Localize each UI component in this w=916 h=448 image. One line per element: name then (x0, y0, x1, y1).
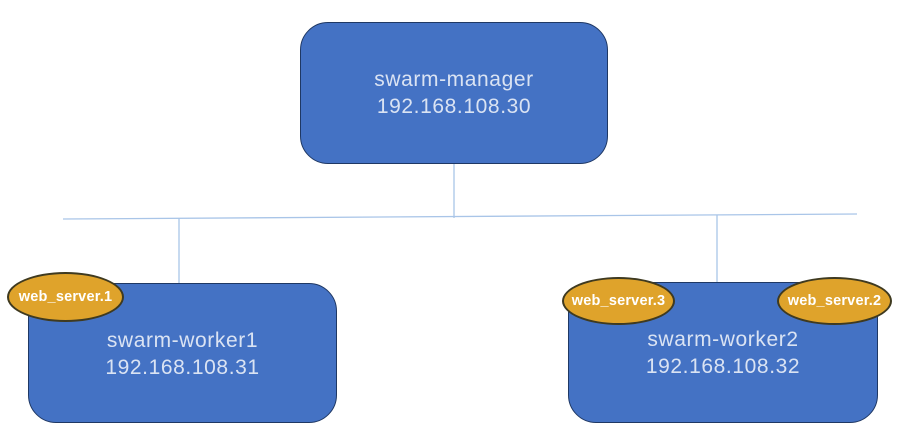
service-ellipse-web-server-1: web_server.1 (7, 272, 124, 322)
node-swarm-manager: swarm-manager 192.168.108.30 (300, 22, 608, 164)
node-ip: 192.168.108.32 (645, 355, 801, 378)
node-ip: 192.168.108.31 (105, 356, 260, 379)
node-name: swarm-manager (374, 68, 534, 91)
node-name: swarm-worker2 (647, 328, 799, 351)
node-name: swarm-worker1 (106, 329, 259, 352)
service-ellipse-web-server-2: web_server.2 (777, 277, 892, 325)
node-ip: 192.168.108.30 (376, 95, 532, 118)
service-ellipse-web-server-3: web_server.3 (562, 277, 675, 325)
connector-bus-line (62, 213, 858, 220)
